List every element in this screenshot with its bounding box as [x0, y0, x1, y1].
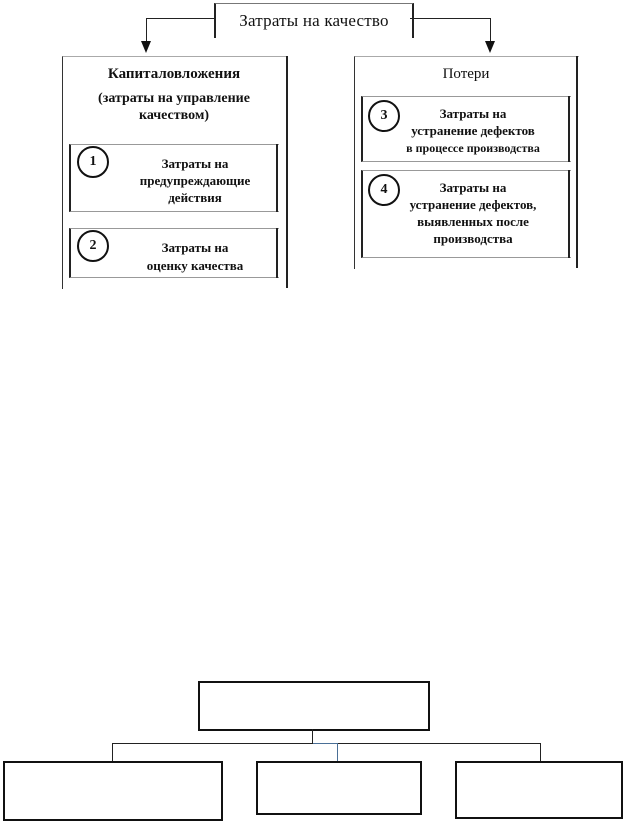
item-1-right-border	[276, 144, 278, 212]
item-2-number: 2	[77, 230, 109, 262]
item-1-line-3: действия	[168, 190, 222, 205]
item-2-box	[69, 228, 279, 278]
item-3-line-3: в процессе производства	[406, 141, 540, 155]
org-center-stem	[337, 743, 338, 761]
item-2-line-1: Затраты на	[161, 240, 229, 255]
item-3-right-border	[568, 96, 570, 162]
item-1-box	[69, 144, 279, 212]
title-right-connector	[410, 18, 490, 19]
item-3-line-2: устранение дефектов	[411, 123, 535, 138]
diagram-title-text: Затраты на качество	[239, 11, 389, 30]
org-child-box-3	[455, 761, 623, 819]
item-4-right-border	[568, 170, 570, 258]
item-3-line-1: Затраты на	[439, 106, 507, 121]
right-group-box	[354, 56, 579, 269]
right-group-right-border	[576, 56, 578, 268]
item-3-box	[361, 96, 571, 162]
org-top-stem	[312, 729, 313, 743]
org-top-box	[198, 681, 430, 731]
left-group-subtitle-1: (затраты на управление	[98, 91, 250, 106]
item-4-line-1: Затраты на	[439, 180, 507, 195]
org-child-box-2	[256, 761, 422, 815]
item-4-line-2: устранение дефектов,	[409, 197, 537, 212]
left-group-subtitle-2: качеством)	[138, 108, 210, 123]
item-2-right-border	[276, 228, 278, 278]
title-left-connector	[146, 18, 214, 19]
right-branch-line	[490, 18, 491, 42]
org-center-connector-accent	[313, 743, 337, 744]
item-1-line-1: Затраты на	[161, 156, 229, 171]
item-1-number: 1	[77, 146, 109, 178]
left-group-right-border	[286, 56, 288, 288]
right-arrow	[485, 41, 495, 53]
item-3-number: 3	[368, 100, 400, 132]
org-child-box-1	[3, 761, 223, 821]
item-4-number: 4	[368, 174, 400, 206]
left-group-box	[62, 56, 287, 289]
item-1-line-2: предупреждающие	[139, 173, 251, 188]
left-arrow	[141, 41, 151, 53]
org-left-stem	[112, 743, 113, 761]
diagram-title: Затраты на качество	[214, 3, 414, 38]
org-right-stem	[540, 743, 541, 761]
left-group-title: Капиталовложения	[107, 66, 241, 82]
item-4-line-3: выявленных после	[417, 214, 529, 229]
right-group-title: Потери	[442, 66, 490, 82]
left-branch-line	[146, 18, 147, 42]
item-2-line-2: оценку качества	[146, 258, 244, 273]
item-4-line-4: производства	[433, 231, 513, 246]
item-4-box	[361, 170, 571, 258]
